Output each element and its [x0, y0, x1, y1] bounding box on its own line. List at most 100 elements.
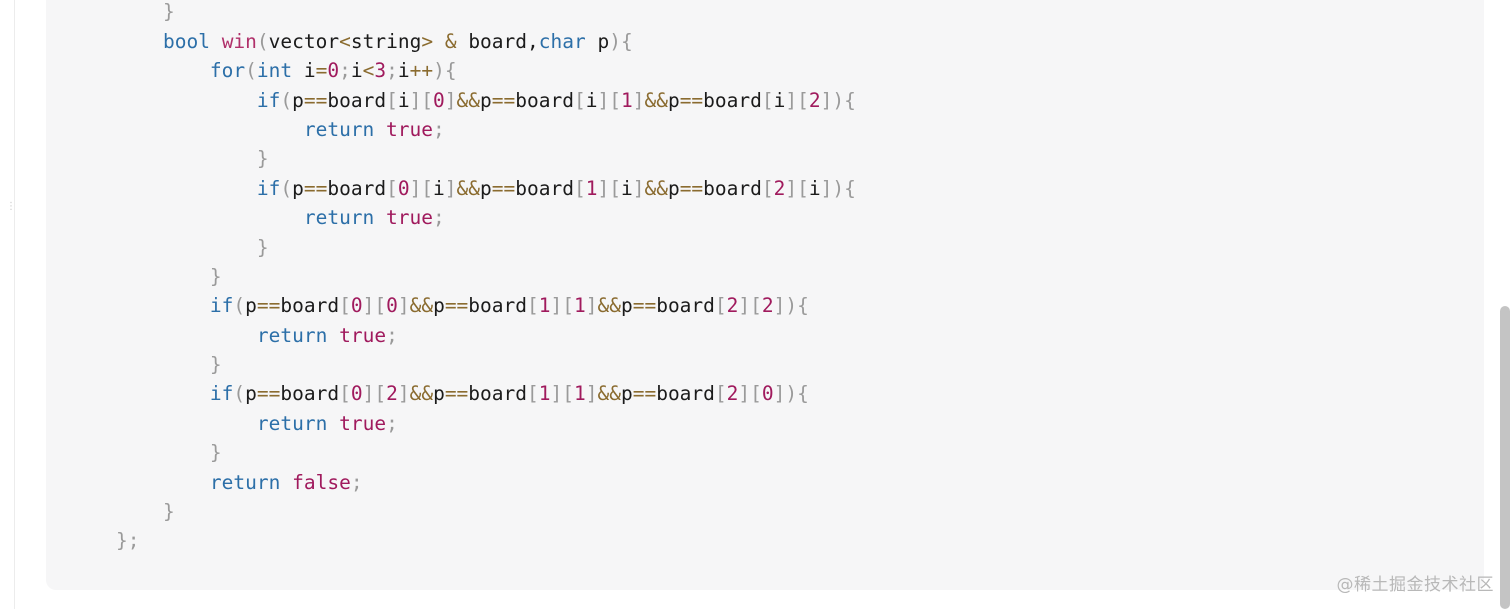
code-token-pun: ( — [245, 59, 257, 83]
code-line: } — [116, 233, 856, 262]
code-line: return true; — [116, 203, 856, 232]
code-whitespace — [374, 118, 386, 141]
code-whitespace — [116, 471, 210, 494]
code-token-kw: int — [256, 59, 293, 83]
code-token-pun: ][ — [785, 176, 809, 200]
scrollbar-thumb[interactable] — [1500, 306, 1510, 609]
code-token-pun: } — [256, 147, 269, 171]
code-whitespace — [116, 236, 257, 259]
code-whitespace — [210, 30, 222, 53]
code-token-pun: ]){ — [820, 176, 856, 200]
code-token-pun: ][ — [738, 294, 762, 318]
code-token-id: p — [620, 294, 633, 318]
code-token-pun: ] — [585, 382, 598, 406]
code-token-pun: ( — [256, 29, 269, 53]
code-token-op: ++ — [409, 59, 434, 83]
code-whitespace — [116, 177, 257, 200]
code-token-id: p — [620, 382, 633, 406]
code-token-num: 0 — [397, 176, 410, 200]
code-line: if(p==board[0][i]&&p==board[1][i]&&p==bo… — [116, 174, 856, 203]
code-line: } — [116, 144, 856, 173]
code-token-pun: ] — [632, 88, 645, 112]
code-token-pun: ]){ — [773, 294, 809, 318]
code-line: if(p==board[0][0]&&p==board[1][1]&&p==bo… — [116, 291, 856, 320]
code-token-kw: for — [209, 59, 246, 83]
code-token-pun: ; — [386, 59, 398, 83]
code-whitespace — [327, 412, 339, 435]
code-token-op: == — [444, 294, 469, 318]
code-token-id: i — [585, 88, 598, 112]
code-token-kw: return — [209, 470, 281, 494]
code-token-pun: } — [209, 441, 222, 465]
code-line: } — [116, 438, 856, 467]
code-token-id: board — [280, 294, 340, 318]
code-token-kw: if — [209, 382, 234, 406]
code-token-op: < — [339, 29, 351, 53]
drag-handle-icon[interactable]: ⋮ — [6, 201, 16, 212]
code-whitespace — [116, 294, 210, 317]
code-line: bool win(vector<string> & board,char p){ — [116, 27, 856, 56]
code-token-op: == — [256, 294, 281, 318]
code-token-op: > — [421, 29, 434, 53]
code-token-op: = — [315, 59, 328, 83]
code-token-id: p — [245, 294, 257, 318]
code-token-pun: ){ — [609, 29, 633, 53]
code-token-pun: [ — [527, 294, 539, 318]
code-token-op: && — [644, 88, 668, 112]
code-token-id: i — [808, 176, 821, 200]
code-token-pun: } — [256, 235, 269, 259]
code-whitespace — [374, 206, 386, 229]
code-token-op: == — [679, 176, 704, 200]
code-token-id: i — [292, 59, 316, 83]
code-whitespace — [116, 265, 210, 288]
code-token-pun: ][ — [597, 176, 621, 200]
code-token-pun: ; — [386, 323, 398, 347]
code-token-pun: ][ — [409, 176, 434, 200]
code-token-id: board, — [456, 29, 539, 53]
code-token-pun: [ — [761, 176, 774, 200]
code-token-num: 2 — [761, 294, 774, 318]
code-line: return true; — [116, 409, 856, 438]
code-token-pun: ( — [280, 176, 293, 200]
code-token-kw: bool — [162, 29, 210, 53]
code-token-num: 0 — [433, 88, 445, 112]
code-token-id: board — [327, 88, 387, 112]
code-line: return true; — [116, 321, 856, 350]
code-token-lit: true — [339, 323, 387, 347]
code-token-pun: ] — [585, 294, 598, 318]
code-token-id: string — [350, 29, 422, 53]
code-token-lit: true — [339, 411, 387, 435]
code-token-pun: ] — [444, 176, 457, 200]
code-token-fn: win — [221, 29, 257, 53]
code-token-id: board — [280, 382, 340, 406]
code-token-pun: [ — [386, 88, 398, 112]
code-token-pun: [ — [527, 382, 539, 406]
code-token-op: == — [303, 176, 328, 200]
code-token-id: p — [480, 176, 492, 200]
code-token-pun: ; — [350, 470, 363, 494]
code-token-op: && — [456, 176, 481, 200]
code-token-num: 1 — [620, 88, 633, 112]
code-token-op: & — [444, 29, 457, 53]
code-token-id: board — [327, 176, 387, 200]
code-token-op: && — [597, 382, 621, 406]
code-token-op: == — [256, 382, 281, 406]
code-whitespace — [116, 59, 210, 82]
code-token-id: board — [656, 294, 715, 318]
code-token-num: 0 — [761, 382, 774, 406]
code-token-pun: ][ — [362, 294, 387, 318]
code-whitespace — [280, 471, 292, 494]
code-token-num: 1 — [573, 382, 586, 406]
code-whitespace — [327, 324, 339, 347]
code-token-pun: ][ — [550, 294, 574, 318]
code-token-pun: ] — [444, 88, 457, 112]
code-block: return true; } bool win(vector<string> &… — [116, 0, 856, 556]
code-token-op: == — [491, 176, 516, 200]
code-token-pun: [ — [714, 382, 727, 406]
code-token-pun: ][ — [785, 88, 809, 112]
code-token-pun: [ — [761, 88, 774, 112]
code-token-op: && — [597, 294, 621, 318]
code-token-kw: return — [256, 323, 328, 347]
code-token-pun: } — [162, 500, 175, 524]
code-token-op: == — [632, 294, 657, 318]
